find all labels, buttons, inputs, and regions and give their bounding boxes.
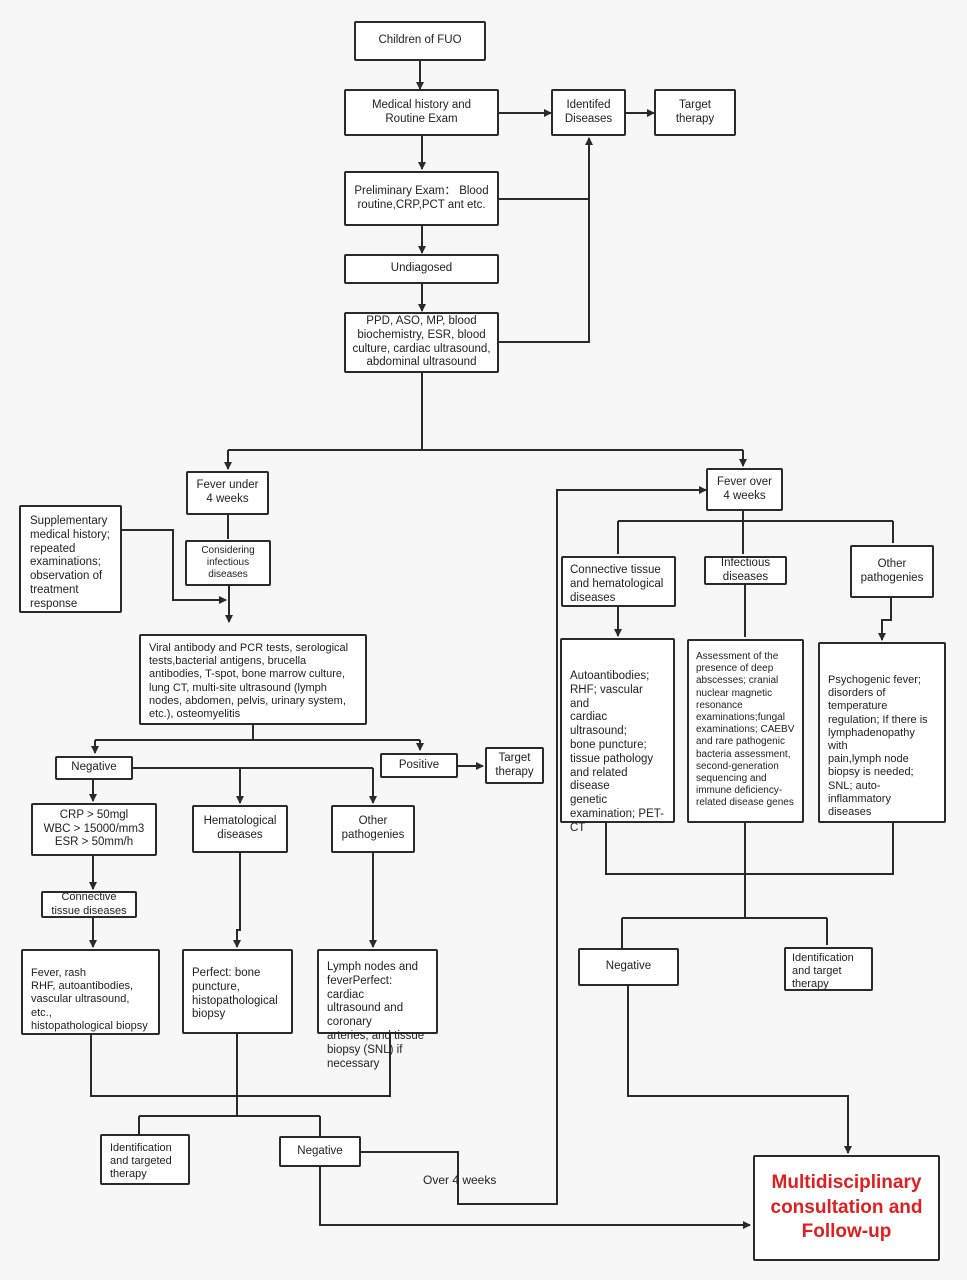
- ppd-tests-node: PPD, ASO, MP, blood biochemistry, ESR, b…: [344, 312, 499, 373]
- negative-left-node: Negative: [55, 756, 133, 780]
- target-therapy-top-node: Target therapy: [654, 89, 736, 136]
- crp-wbc-esr-node: CRP > 50mgl WBC > 15000/mm3 ESR > 50mm/h: [31, 803, 157, 856]
- fever-under-4-weeks-node: Fever under 4 weeks: [186, 471, 269, 515]
- connective-hematological-right-node: Connective tissue and hematological dise…: [561, 556, 676, 607]
- medical-history-node: Medical history and Routine Exam: [344, 89, 499, 136]
- multidisciplinary-consultation-node: Multidisciplinary consultation and Follo…: [753, 1155, 940, 1261]
- lymph-nodes-node: Lymph nodes and feverPerfect: cardiac ul…: [317, 949, 438, 1070]
- negative-right-node: Negative: [578, 948, 679, 986]
- target-therapy-mid-node: Target therapy: [485, 747, 544, 784]
- identification-left-node: Identification and targeted therapy: [100, 1134, 190, 1185]
- preliminary-exam-node: Preliminary Exam： Blood routine,CRP,PCT …: [344, 171, 499, 226]
- perfect-bone-node: Perfect: bone puncture, histopathologica…: [182, 949, 293, 1034]
- autoantibodies-node: Autoantibodies; RHF; vascular and cardia…: [560, 638, 675, 834]
- infectious-diseases-right-node: Infectious diseases: [704, 556, 787, 585]
- undiagnosed-node: Undiagosed: [344, 254, 499, 284]
- connective-tissue-left-node: Connective tissue diseases: [41, 891, 137, 918]
- positive-node: Positive: [380, 753, 458, 778]
- hematological-diseases-node: Hematological diseases: [192, 805, 288, 853]
- fever-rash-node: Fever, rash RHF, autoantibodies, vascula…: [21, 949, 160, 1035]
- fever-over-4-weeks-node: Fever over 4 weeks: [706, 468, 783, 511]
- identification-right-node: Identification and target therapy: [784, 947, 873, 991]
- assessment-node: Assessment of the presence of deep absce…: [687, 639, 804, 823]
- other-pathogenies-left-node: Other pathogenies: [331, 805, 415, 853]
- children-fuo-node: Children of FUO: [354, 21, 486, 61]
- identified-diseases-node: Identifed Diseases: [551, 89, 626, 136]
- considering-infectious-node: Considering infectious diseases: [185, 540, 271, 586]
- over-4-weeks-label: Over 4 weeks: [423, 1173, 497, 1187]
- viral-tests-node: Viral antibody and PCR tests, serologica…: [139, 634, 367, 725]
- psychogenic-fever-node: Psychogenic fever; disorders of temperat…: [818, 642, 946, 823]
- other-pathogenies-right-node: Other pathogenies: [850, 545, 934, 598]
- negative-bottom-node: Negative: [279, 1136, 361, 1167]
- supplementary-node: Supplementary medical history; repeated …: [19, 505, 122, 613]
